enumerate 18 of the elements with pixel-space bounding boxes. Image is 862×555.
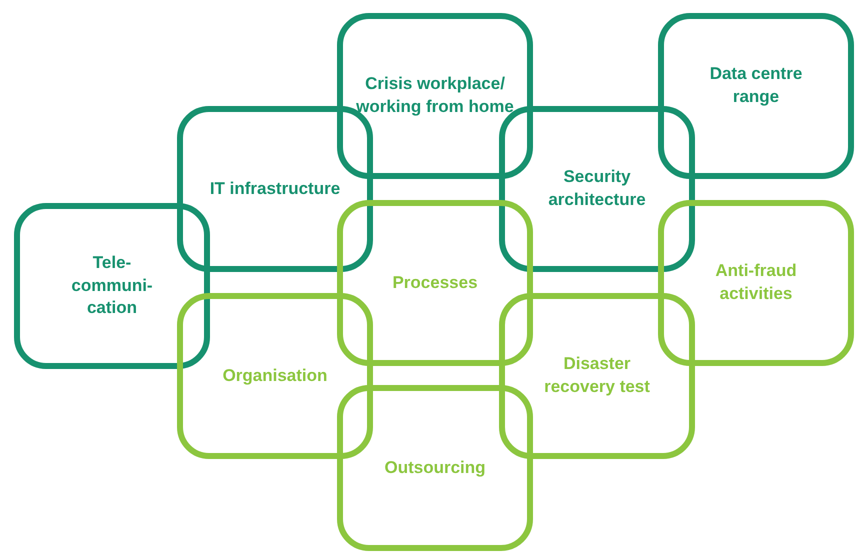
rounded-square — [499, 293, 695, 459]
rounded-square — [337, 200, 533, 366]
node-label: Security architecture — [547, 166, 647, 211]
rounded-square — [337, 13, 533, 179]
rounded-square — [658, 200, 854, 366]
rounded-square — [337, 385, 533, 551]
node-label: Disaster recovery test — [543, 353, 651, 398]
rounded-square — [658, 13, 854, 179]
node-label: Tele-communi-cation — [70, 252, 154, 320]
node-label: Crisis workplace/ working from home — [355, 73, 515, 118]
node-label: Anti-fraud activities — [714, 260, 798, 305]
rounded-square — [177, 293, 373, 459]
rounded-square — [14, 203, 210, 369]
node-label: Data centre range — [708, 63, 804, 108]
node-label: Organisation — [222, 364, 328, 387]
node-label: Outsourcing — [383, 456, 487, 479]
node-label: IT infrastructure — [208, 178, 342, 200]
node-label: Processes — [391, 272, 479, 294]
